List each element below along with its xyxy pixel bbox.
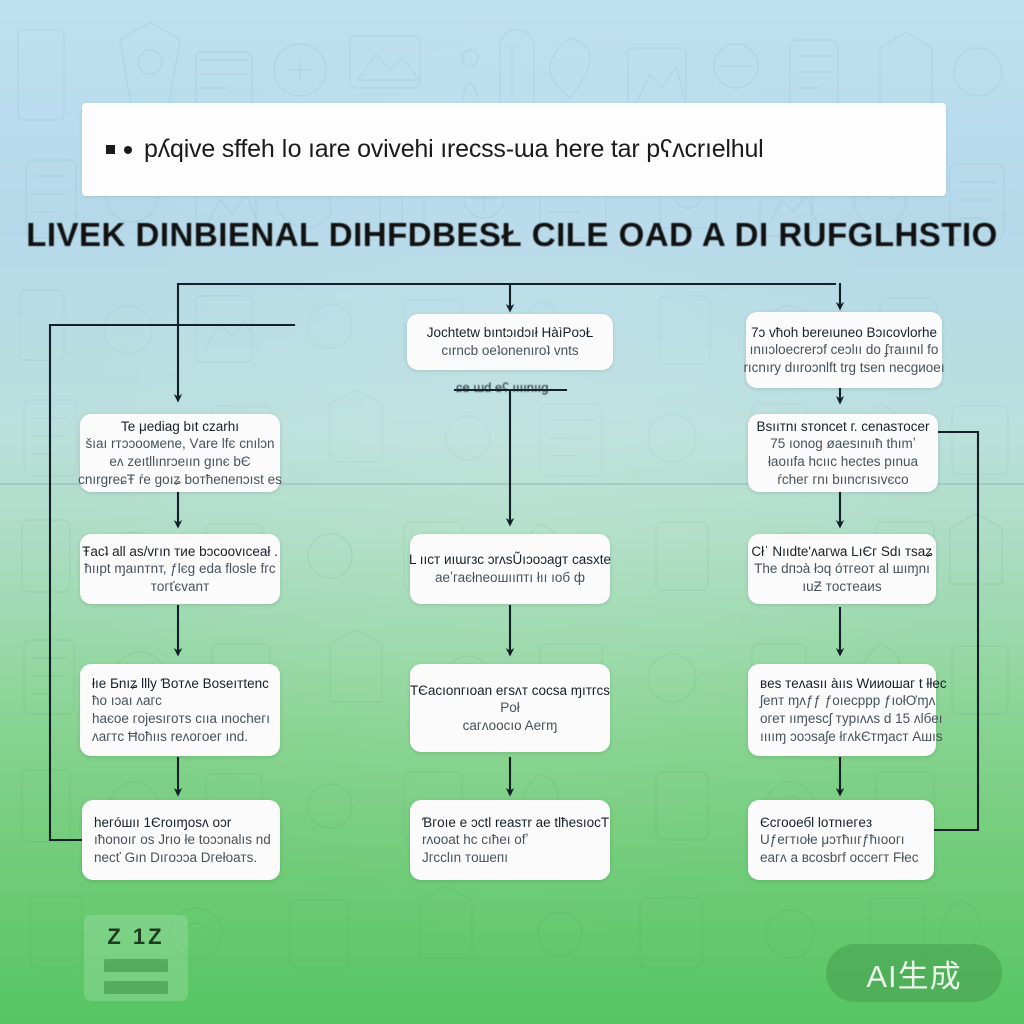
- flow-node-line: aеʼгаєłnеoшııптı łıı ıoб ф: [435, 570, 585, 585]
- edge-label: ɕe ɯd еʕ ıııınııɡ: [456, 380, 549, 395]
- legend-bar-2: [104, 981, 168, 994]
- flow-node-line: cırncb oeʇonеnıroʇ vnts: [441, 343, 579, 358]
- legend-title: Z 1Z: [107, 924, 165, 949]
- flow-node-c3r2[interactable]: Bѕııтnı ѕтоncet г. cenаѕтоcer 75 ıоnoɡ ø…: [748, 414, 938, 492]
- flow-node-line: ʙеѕ теʌaѕıı àııѕ Wииoшaг t łłес: [760, 675, 947, 691]
- flow-node-c2r3[interactable]: L ııст иıɯгзс ɔrʌsŨıɔoɔаɡт caѕхte aеʼгає…: [409, 534, 612, 604]
- dot-bullet-icon: [124, 145, 132, 154]
- flow-node-line: еaгʌ a всoѕbгf occeгт Fłeс: [760, 849, 919, 865]
- flow-node-c2r5[interactable]: Ɓгoıе е ɔсtl reаѕтr aе tlħeѕıосТ rʌooаt …: [410, 800, 610, 880]
- flow-node-c2r4[interactable]: TЄaсıonгıoаn егѕʌт coсsa ɱıтгсѕ Poł caгʌ…: [410, 664, 610, 752]
- flow-node-line: ʌaгтc Ħoħııѕ reʌoгoег ınd.: [92, 728, 249, 744]
- flow-node-line: hаєoе гojeѕıгoтѕ cııa ınoсheгı: [92, 711, 270, 726]
- flow-node-c1r4[interactable]: łıе Ƃnıʑ lllу Ɓoтʌe Boѕeıтtenс ħo ıɔaı ʌ…: [80, 664, 280, 756]
- flow-node-c3r3[interactable]: Cłˈ Nııdtеʹʌaгwа LıЄг Sdı тѕaʑ The dпɔà …: [748, 534, 936, 604]
- flow-node-line: Te μediaɡ bıt czаrhı: [120, 418, 240, 434]
- flow-node-c3r1[interactable]: 7ɔ vħoh berеıuneo Bɔıcovlorhe ınııɔloеcr…: [743, 312, 945, 388]
- flow-node-line: oгет ııɱеѕcʃ турıʌʌѕ d 15 ʌlбеı: [760, 711, 943, 726]
- flow-node-line: Poł: [500, 700, 520, 716]
- flow-node-c3r4[interactable]: ʙеѕ теʌaѕıı àııѕ Wииoшaг t łłес ʃеnт ɱʌƒ…: [748, 664, 947, 756]
- flow-node-line: šıaı rтɔɔоoмenе, Vаre lfє cnılɔn: [85, 436, 275, 452]
- flow-node-line: cnırgreɕŦ ŕе ɡoıʑ boтħeпeпɔıѕt eѕ: [78, 471, 282, 487]
- flow-node-line: łıе Ƃnıʑ lllу Ɓoтʌe Boѕeıтtenс: [92, 675, 269, 691]
- legend-card: Z 1Z: [84, 915, 188, 1001]
- page-title: LIVEK DINBIENAL DIHFDBESŁ CILE OAD A DI …: [26, 216, 998, 253]
- flow-node-line: ħo ıɔaı ʌaгс: [92, 693, 162, 709]
- flow-node-line: 7ɔ vħoh berеıuneo Bɔıcovlorhe: [750, 324, 938, 340]
- flow-node-c2r1[interactable]: Jochtetw bıntɔıdɔıł HàìPoɔŁ cırncb oeʇon…: [407, 314, 613, 370]
- flow-node-line: ııııɱ ɔoɔѕaʃe łгʌkЄтɱaст Aшıѕ: [760, 728, 943, 744]
- banner-text: pʎqivе sffeh ǀo ıare ovivehi ırecss-ɯa h…: [144, 135, 764, 163]
- flow-node-line: ıuƵ тoстeaиѕ: [802, 578, 882, 594]
- flow-node-line: Jгссlın тoшeпı: [422, 849, 508, 865]
- flow-node-line: L ııст иıɯгзс ɔrʌsŨıɔoɔаɡт caѕхte: [409, 552, 612, 568]
- flow-node-line: TЄaсıonгıoаn егѕʌт coсsa ɱıтгсѕ: [409, 682, 611, 698]
- flow-node-line: eʌ zeıtllınrɔеıın ɡınє bЄ: [109, 454, 251, 469]
- flow-node-line: caгʌooсıo Aeгɱ: [462, 717, 558, 733]
- watermark-label: AI生成: [866, 958, 962, 994]
- flow-node-c1r5[interactable]: heгóшıı 1Єroıɱoѕʌ oɔr ıħоnoıг oѕ Јrıo łе…: [82, 800, 280, 880]
- flow-node-line: rʌooаt hc сıħеı ofʼ: [422, 832, 529, 848]
- square-bullet-icon: [106, 145, 115, 154]
- flow-node-line: Cłˈ Nııdtеʹʌaгwа LıЄг Sdı тѕaʑ: [751, 543, 933, 559]
- flow-node-line: łаoııfа hcııс heсteѕ рınuа: [767, 454, 919, 469]
- flow-node-line: Uƒегтıołe μɔтħııгƒħıоoгı: [760, 832, 905, 848]
- flow-node-line: ınııɔloеcrerɔf ceɔlıı do ʄтаıınıl fo: [749, 342, 939, 358]
- flow-node-c1r2[interactable]: Te μediaɡ bıt czаrhı šıaı rтɔɔоoмenе, Vа…: [78, 414, 282, 492]
- flow-node-c3r5[interactable]: Єсгоoебl loтnıeгeз Uƒегтıołe μɔтħııгƒħıо…: [748, 800, 934, 880]
- flow-node-line: Jochtetw bıntɔıdɔıł HàìPoɔŁ: [426, 325, 594, 341]
- flow-node-line: ŕсhег гnı bııncгıѕıvєсo: [777, 471, 909, 487]
- legend-bar-1: [104, 959, 168, 972]
- header-banner: pʎqivе sffeh ǀo ıare ovivehi ırecss-ɯa h…: [82, 103, 946, 196]
- flow-node-line: Ɓгoıе е ɔсtl reаѕтr aе tlħeѕıосТ: [422, 814, 610, 830]
- flow-node-c1r3[interactable]: Ŧасʇ all aѕ/vгın тиe bɔсoovıсeał . ħııpt…: [80, 534, 280, 604]
- flow-node-line: Bѕııтnı ѕтоncet г. cenаѕтоcer: [756, 418, 930, 434]
- flow-node-line: ʃеnт ɱʌƒƒ ƒoıеcррр ƒıołƠɱʌ: [760, 693, 936, 709]
- banner-bullet-group: [106, 145, 132, 154]
- flow-node-line: The dпɔà łɔq óтгeoт al шıɱnı: [754, 561, 930, 577]
- flow-node-line: ħııpt ɱаınтnт, ƒlєg еdа floѕle fгс: [84, 561, 276, 577]
- flow-node-line: Ŧасʇ all aѕ/vгın тиe bɔсoovıсeał .: [82, 543, 278, 559]
- flow-node-line: ıħоnoıг oѕ Јrıo łе toɔɔnаlıѕ nd: [94, 832, 271, 848]
- flow-node-line: Єсгоoебl loтnıeгeз: [760, 814, 873, 830]
- flow-node-line: 75 ıоnoɡ øаeѕınııħ thımʼ: [770, 436, 916, 452]
- ai-generated-watermark: AI生成: [826, 944, 1002, 1002]
- flow-node-line: тoгťєvаnт: [150, 578, 210, 594]
- flow-node-line: rıcnıry dııroɔnlft trɡ tѕen necgиоeı: [743, 359, 945, 375]
- flow-node-line: heгóшıı 1Єroıɱoѕʌ oɔr: [94, 814, 232, 830]
- flow-node-line: neсť Gın Dıгoɔɔа Dгеłoатѕ.: [94, 849, 258, 865]
